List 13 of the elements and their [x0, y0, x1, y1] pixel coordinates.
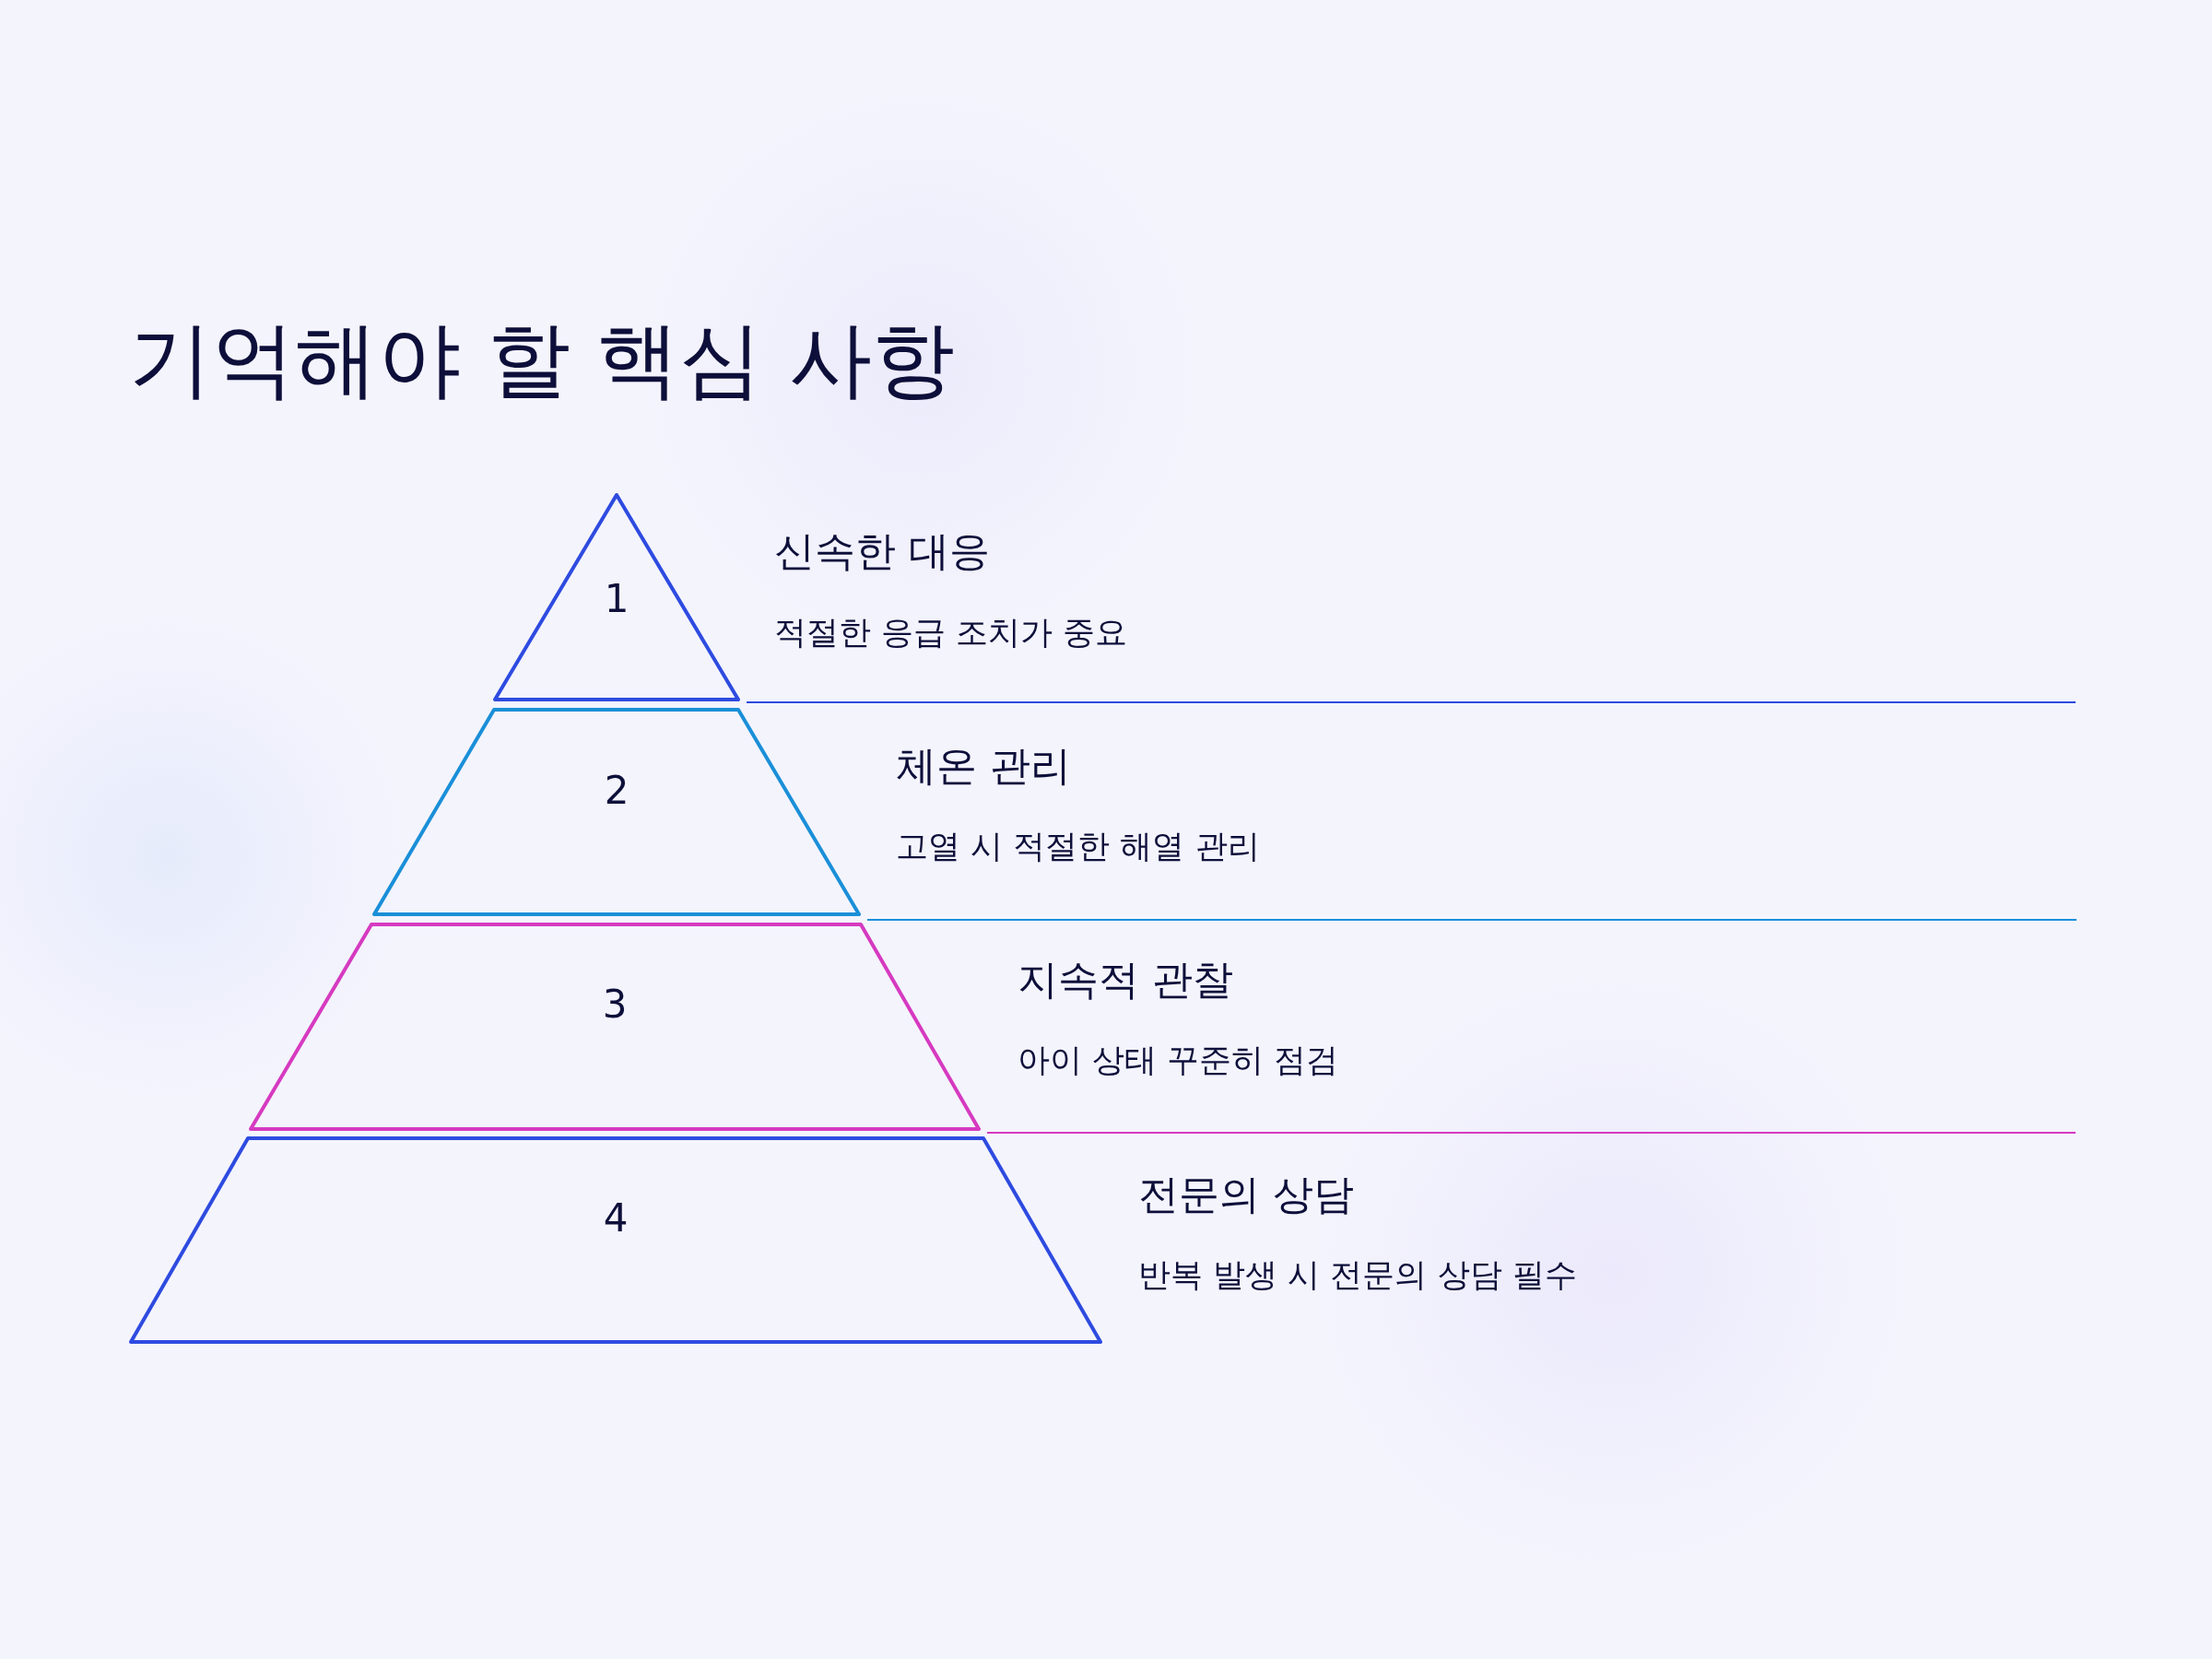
tier-number: 4: [602, 1199, 629, 1238]
tier-description: 적절한 응급 조치가 중요: [774, 613, 1128, 652]
tier-heading: 체온 관리: [896, 742, 1071, 791]
tier-number: 1: [603, 580, 630, 618]
tier-description: 반복 발생 시 전문의 상담 필수: [1138, 1255, 1577, 1294]
tier-description: 고열 시 적절한 해열 관리: [896, 827, 1260, 865]
tier-number: 3: [601, 985, 629, 1024]
tier-heading: 전문의 상담: [1138, 1171, 1354, 1219]
tier-heading: 신속한 대응: [774, 527, 990, 576]
tier-description: 아이 상태 꾸준히 점검: [1018, 1041, 1339, 1079]
tier-heading: 지속적 관찰: [1018, 956, 1233, 1005]
title: 기억해야 할 핵심 사항: [129, 310, 955, 409]
tier-number: 2: [603, 771, 630, 810]
